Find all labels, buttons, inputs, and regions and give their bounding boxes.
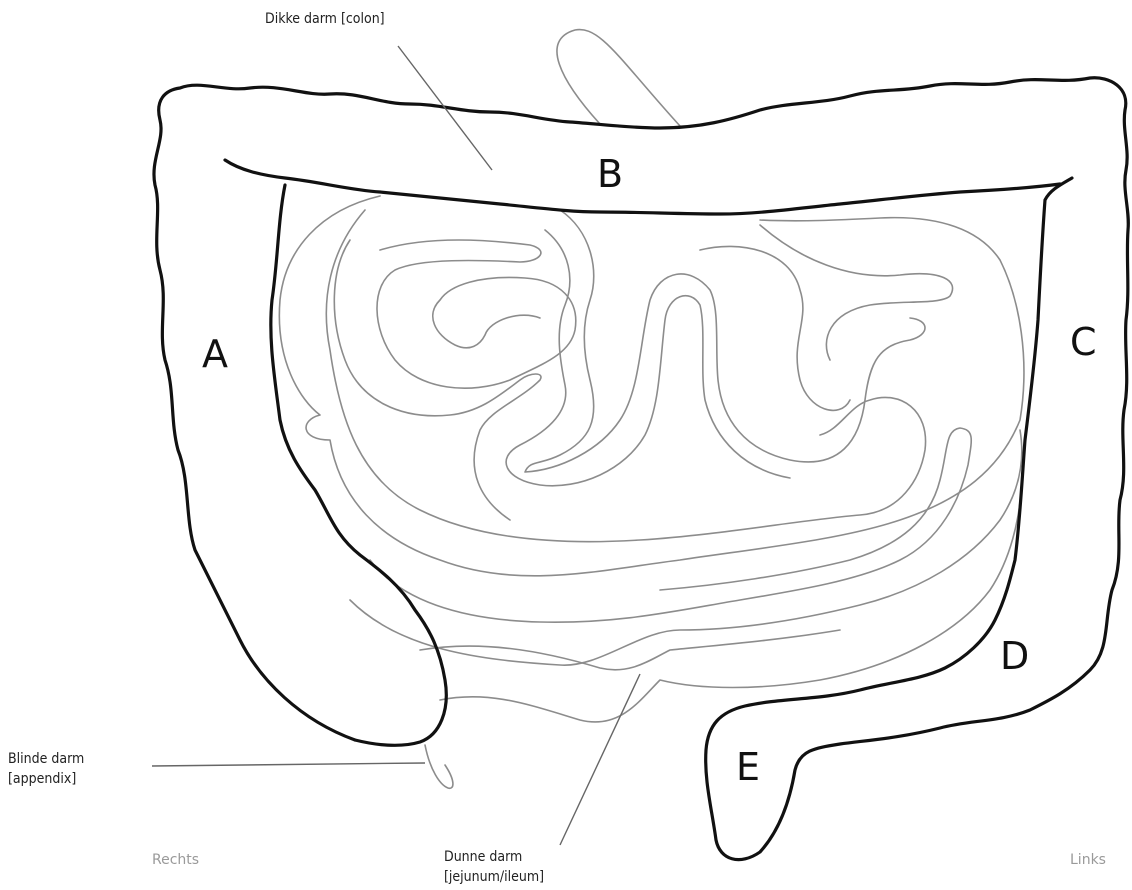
region-d-label: D xyxy=(1000,634,1029,678)
appendix-label-line1: Blinde darm xyxy=(8,750,84,768)
leader-colon xyxy=(398,46,492,170)
leader-small-intestine xyxy=(560,674,640,845)
colon-outline xyxy=(154,78,1128,860)
region-a-label: A xyxy=(202,332,228,376)
region-b-label: B xyxy=(597,152,623,196)
small-intestine-label-line1: Dunne darm xyxy=(444,848,522,866)
side-right-label: Rechts xyxy=(152,852,199,868)
leader-lines xyxy=(152,46,640,845)
leader-appendix xyxy=(152,763,425,766)
small-intestine-label-line2: [jejunum/ileum] xyxy=(444,868,544,886)
region-e-label: E xyxy=(736,745,760,789)
region-c-label: C xyxy=(1070,320,1097,364)
colon-label: Dikke darm [colon] xyxy=(265,10,385,28)
small-intestine-loops xyxy=(279,30,1024,789)
side-left-label: Links xyxy=(1070,852,1106,868)
appendix-label-line2: [appendix] xyxy=(8,770,76,788)
